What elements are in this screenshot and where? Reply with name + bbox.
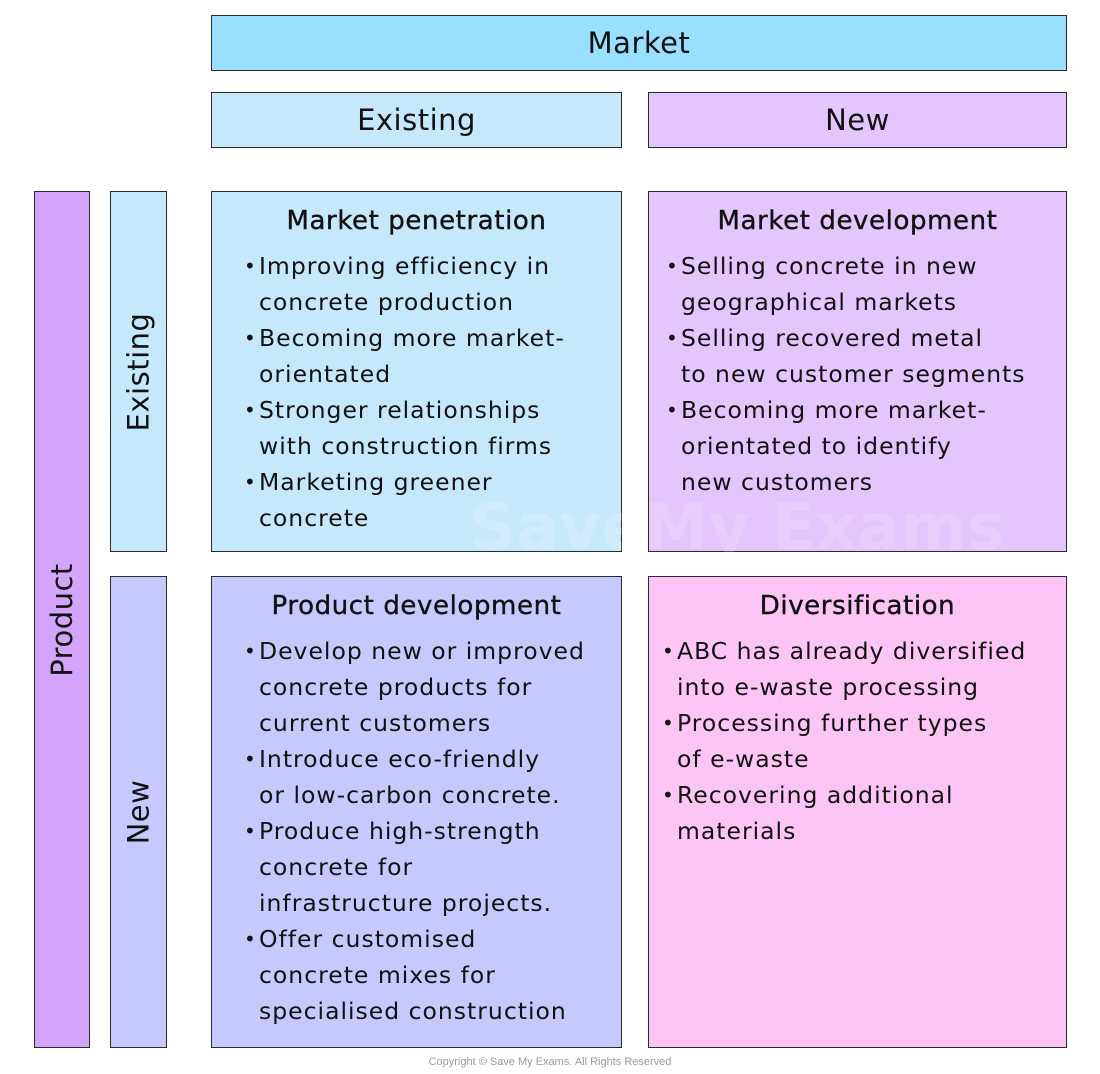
- diversification-list: ABC has already diversified into e-waste…: [662, 633, 1066, 849]
- list-item: concrete for: [259, 853, 414, 881]
- list-item: Processing further types: [662, 705, 1066, 741]
- list-item: concrete: [259, 504, 370, 532]
- market-penetration-quadrant: Market penetration Improving efficiency …: [211, 191, 622, 552]
- list-item: Selling concrete in new: [666, 248, 1066, 284]
- market-new-header: New: [648, 92, 1067, 148]
- list-item: Becoming more market-: [666, 392, 1066, 428]
- list-item: current customers: [259, 709, 492, 737]
- list-item: materials: [677, 817, 797, 845]
- market-development-quadrant: Market development Selling concrete in n…: [648, 191, 1067, 552]
- market-development-title: Market development: [717, 206, 998, 236]
- product-new-label: New: [121, 779, 156, 845]
- list-item: or low-carbon concrete.: [259, 781, 561, 809]
- list-item: ABC has already diversified: [662, 633, 1066, 669]
- product-header: Product: [34, 191, 90, 1048]
- list-item: Offer customised: [244, 921, 621, 957]
- list-item: concrete production: [259, 288, 515, 316]
- list-item: concrete products for: [259, 673, 533, 701]
- product-new-header: New: [110, 576, 167, 1048]
- list-item: Stronger relationships: [244, 392, 621, 428]
- product-existing-header: Existing: [110, 191, 167, 552]
- list-item: Marketing greener: [244, 464, 621, 500]
- list-item: Becoming more market-: [244, 320, 621, 356]
- list-item: orientated to identify: [681, 432, 952, 460]
- market-penetration-title: Market penetration: [286, 206, 547, 236]
- product-development-quadrant: Product development Develop new or impro…: [211, 576, 622, 1048]
- market-header-label: Market: [587, 26, 691, 60]
- market-penetration-list: Improving efficiency in concrete product…: [244, 248, 621, 536]
- list-item: Introduce eco-friendly: [244, 741, 621, 777]
- market-existing-header: Existing: [211, 92, 622, 148]
- list-item: concrete mixes for: [259, 961, 496, 989]
- list-item: infrastructure projects.: [259, 889, 553, 917]
- list-item: Produce high-strength: [244, 813, 621, 849]
- list-item: Recovering additional: [662, 777, 1066, 813]
- list-item: with construction firms: [259, 432, 553, 460]
- list-item: geographical markets: [681, 288, 958, 316]
- list-item: orientated: [259, 360, 392, 388]
- market-existing-label: Existing: [357, 103, 476, 137]
- product-existing-label: Existing: [121, 312, 156, 431]
- market-header: Market: [211, 15, 1067, 71]
- list-item: Improving efficiency in: [244, 248, 621, 284]
- market-development-list: Selling concrete in new geographical mar…: [666, 248, 1066, 500]
- copyright-text: Copyright © Save My Exams. All Rights Re…: [428, 1056, 672, 1068]
- list-item: into e-waste processing: [677, 673, 980, 701]
- product-development-title: Product development: [271, 591, 562, 621]
- diversification-quadrant: Diversification ABC has already diversif…: [648, 576, 1067, 1048]
- list-item: specialised construction: [259, 997, 567, 1025]
- product-header-label: Product: [45, 562, 80, 677]
- list-item: Develop new or improved: [244, 633, 621, 669]
- list-item: Selling recovered metal: [666, 320, 1066, 356]
- list-item: of e-waste: [677, 745, 810, 773]
- diversification-title: Diversification: [759, 591, 956, 621]
- product-development-list: Develop new or improved concrete product…: [244, 633, 621, 1029]
- market-new-label: New: [825, 103, 890, 137]
- list-item: to new customer segments: [681, 360, 1026, 388]
- list-item: new customers: [681, 468, 873, 496]
